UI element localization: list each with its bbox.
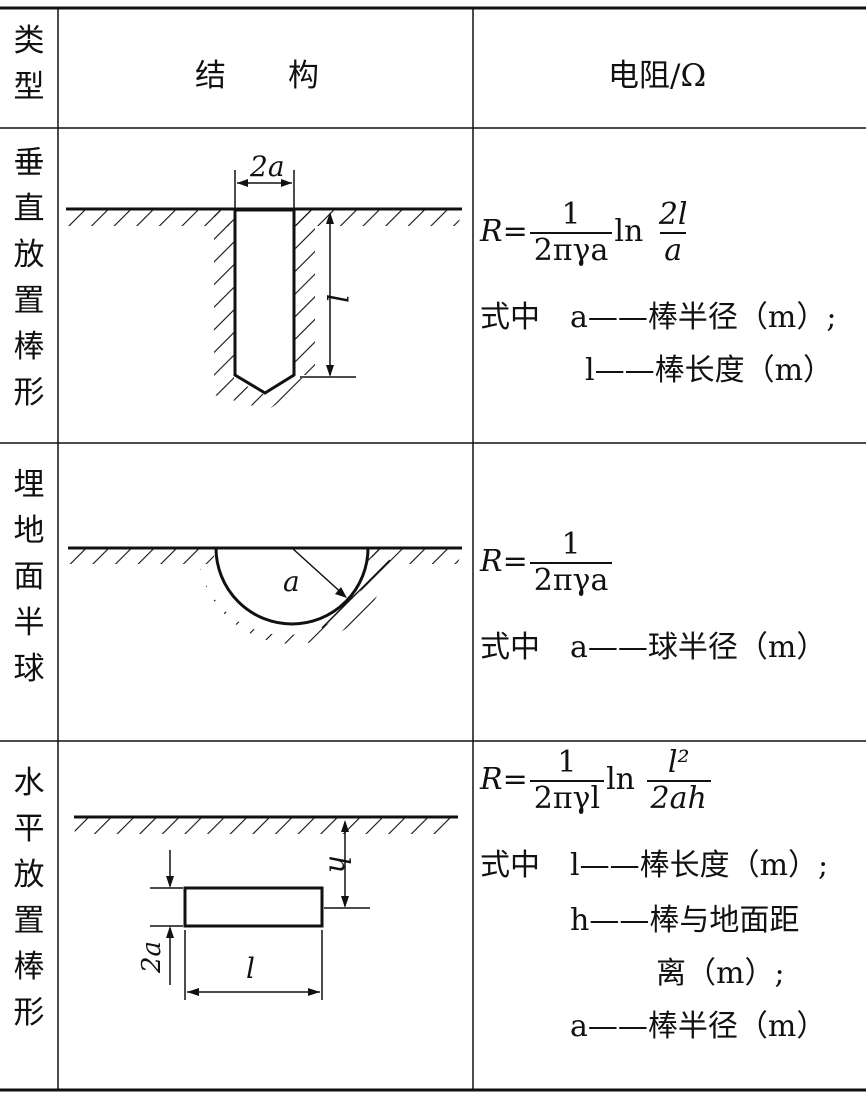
row3-depth-label: h <box>322 855 356 874</box>
header-type-text: 类型 <box>13 23 45 105</box>
row3-where-1: 式中 l——棒长度（m）; <box>480 848 829 883</box>
row2-where-1: 式中 a——球半径（m） <box>480 630 827 665</box>
row1-type: 垂 直 放 置 棒 形 <box>13 145 45 411</box>
row1-where-1: 式中 a——棒半径（m）; <box>480 300 837 335</box>
row3-where-4: a——棒半径（m） <box>570 1009 827 1044</box>
row3-where-3: 离（m）; <box>656 956 785 991</box>
row3-length-label: l <box>246 952 255 985</box>
header-type: 类型 <box>1 18 57 110</box>
row1-where-2: l——棒长度（m） <box>585 353 834 388</box>
row1-length-label: l <box>319 294 353 303</box>
row3-type: 水 平 放 置 棒 形 <box>13 765 45 1031</box>
row1-width-label: 2a <box>250 150 285 183</box>
header-resistance: 电阻/Ω <box>608 58 707 94</box>
row2-type: 埋 地 面 半 球 <box>13 467 45 687</box>
hemisphere-diagram <box>68 546 462 644</box>
row3-where-2: h——棒与地面距 <box>570 903 800 938</box>
header-structure: 结 构 <box>195 58 319 94</box>
vertical-rod-diagram <box>66 170 462 410</box>
row3-thickness-label: 2a <box>137 940 168 974</box>
horizontal-rod-diagram <box>74 815 458 1000</box>
row2-radius-label: a <box>283 565 300 598</box>
